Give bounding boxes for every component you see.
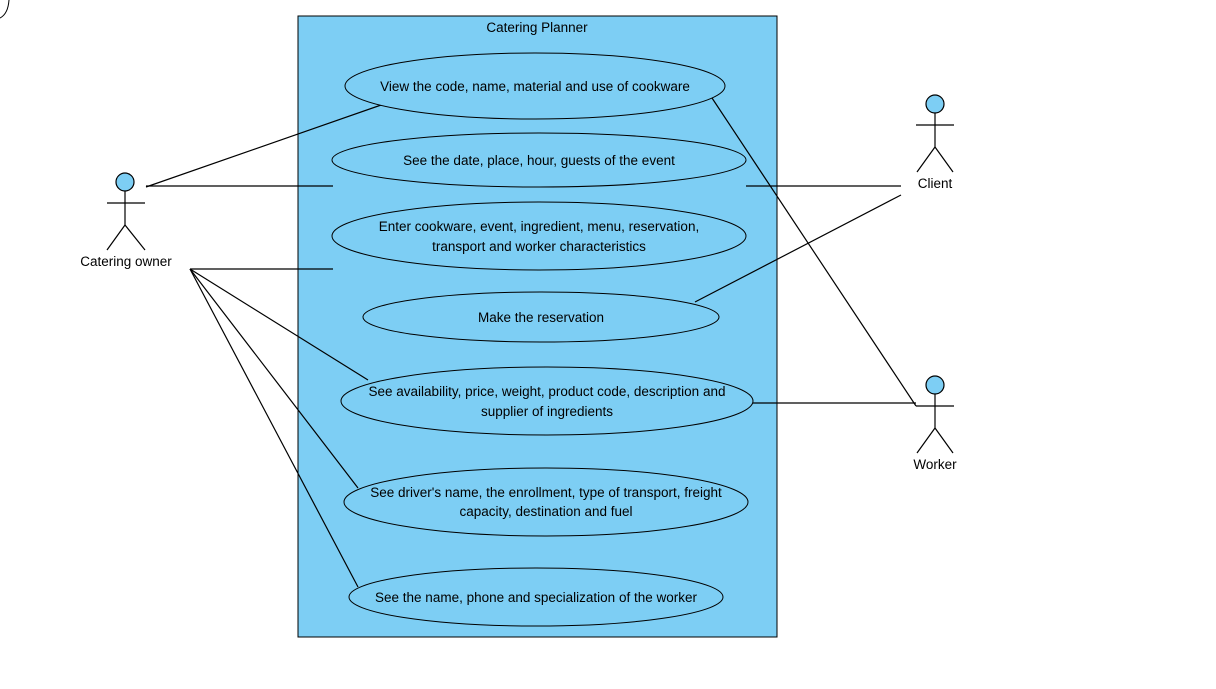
use-case-label: Enter cookware, event, ingredient, menu,… [379,219,699,234]
use-case-ellipse [348,567,724,627]
actor-label-client: Client [918,176,953,191]
actor-leg-left [916,146,936,173]
use-case-4: Make the reservation [362,291,720,343]
use-case-ellipse [362,291,720,343]
use-case-label: See driver's name, the enrollment, type … [370,485,722,500]
actor-leg-right [934,146,954,173]
use-case-ellipse [331,201,747,271]
use-case-label: See availability, price, weight, product… [369,384,726,399]
actor-leg-left [916,427,936,454]
use-case-label: Make the reservation [478,310,604,325]
actor-worker [916,375,954,454]
actor-head [115,172,135,192]
actor-leg-left [106,224,126,251]
corner-fragment [0,0,10,19]
assoc-client-uc4 [694,194,902,303]
use-case-ellipse [331,132,747,188]
use-case-label: capacity, destination and fuel [459,504,632,519]
use-case-label: supplier of ingredients [481,404,613,419]
actor-label-worker: Worker [913,457,957,472]
assoc-owner-uc5 [189,268,369,381]
system-title: Catering Planner [486,20,588,35]
use-case-1: View the code, name, material and use of… [344,52,726,120]
actor-leg-right [124,224,146,251]
actor-head [925,375,945,395]
assoc-worker-uc1 [711,97,917,407]
use-case-6: See driver's name, the enrollment, type … [343,467,749,537]
use-case-2: See the date, place, hour, guests of the… [331,132,747,188]
actor-catering-owner [106,172,146,251]
use-case-3: Enter cookware, event, ingredient, menu,… [331,201,747,271]
assoc-owner-uc6 [189,268,359,489]
assoc-owner-uc7 [189,268,359,588]
use-case-ellipse [344,52,726,120]
use-case-label: View the code, name, material and use of… [380,79,690,94]
use-case-5: See availability, price, weight, product… [340,366,754,436]
use-case-ellipse [340,366,754,436]
associations [145,97,917,588]
use-case-label: See the name, phone and specialization o… [375,590,697,605]
assoc-owner-uc1 [145,103,385,188]
actor-leg-right [934,427,954,454]
actor-client [916,94,954,173]
use-case-label: See the date, place, hour, guests of the… [403,153,675,168]
use-case-ellipse [343,467,749,537]
use-case-label: transport and worker characteristics [432,239,646,254]
actor-label-owner: Catering owner [80,254,172,269]
use-case-7: See the name, phone and specialization o… [348,567,724,627]
actor-head [925,94,945,114]
